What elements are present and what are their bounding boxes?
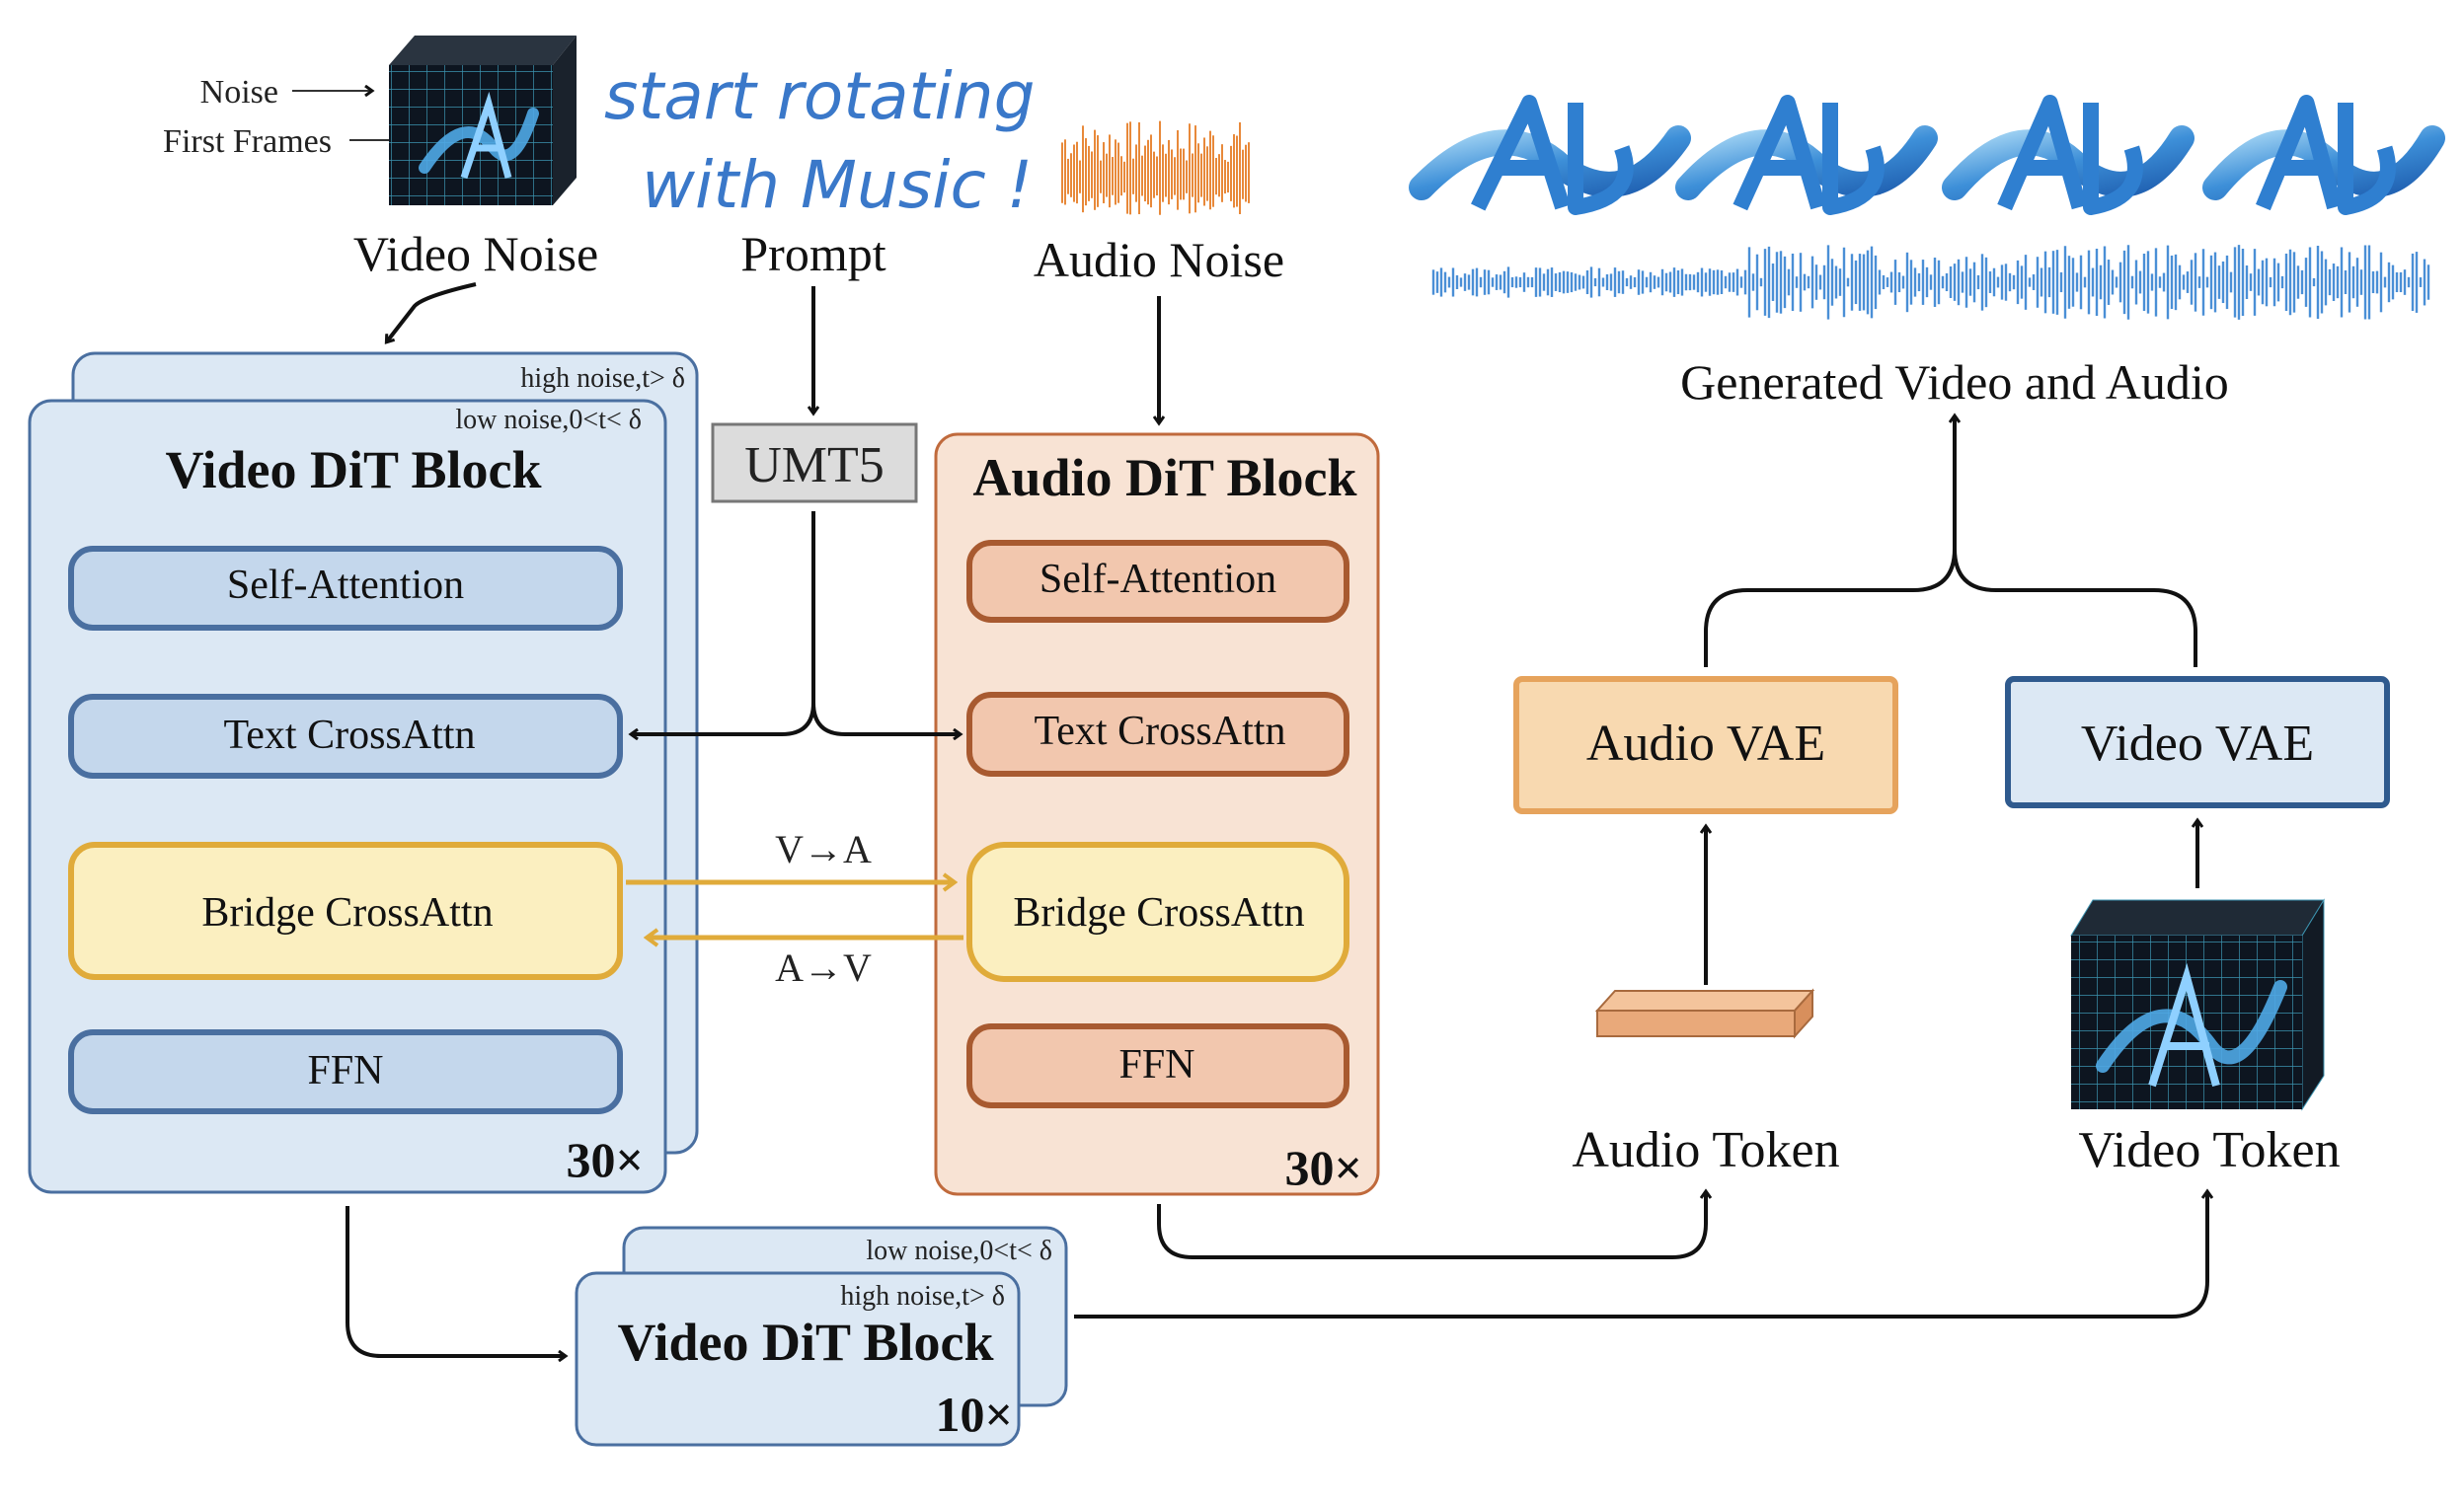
small-block-front-label: high noise,t> δ bbox=[840, 1281, 1005, 1312]
audio-ffn-label: FFN bbox=[1118, 1042, 1194, 1088]
video-self-attention bbox=[68, 546, 623, 631]
generated-label: Generated Video and Audio bbox=[1680, 354, 2229, 410]
first-frames-label: First Frames bbox=[163, 123, 332, 160]
video-bridge-crossattn-label: Bridge CrossAttn bbox=[201, 890, 493, 936]
video-block-back-label: high noise,t> δ bbox=[520, 363, 685, 394]
audio-vae-label: Audio VAE bbox=[1586, 716, 1825, 772]
video-block-front-label: low noise,0<t< δ bbox=[455, 405, 642, 435]
audio-token-icon bbox=[1594, 988, 1815, 1039]
umt5-to-audio-text-arrow bbox=[811, 702, 960, 734]
logo-frame bbox=[1675, 95, 1938, 215]
audio-block-repeat: 30× bbox=[1285, 1140, 1363, 1195]
video-text-crossattn bbox=[68, 694, 623, 779]
umt5-label: UMT5 bbox=[744, 437, 885, 493]
generated-video-frames-icon bbox=[1409, 95, 2445, 215]
audio-text-crossattn bbox=[966, 692, 1349, 777]
handwritten-line-1: start rotating bbox=[604, 58, 1035, 134]
video-ffn-label: FFN bbox=[307, 1048, 383, 1093]
audio-ffn bbox=[966, 1023, 1349, 1108]
audio-noise-label: Audio Noise bbox=[1034, 232, 1284, 287]
small-block-to-video-token-arrow bbox=[1074, 1192, 2207, 1319]
generated-audio-waveform-icon bbox=[1431, 245, 2430, 320]
prompt-label: Prompt bbox=[740, 226, 886, 281]
video-vae-to-output-arrow bbox=[1953, 548, 2197, 667]
audio-text-crossattn-label: Text CrossAttn bbox=[1035, 709, 1286, 754]
audio-block-to-token-arrow bbox=[1157, 1192, 1706, 1259]
audio-noise-waveform-icon bbox=[1061, 120, 1250, 215]
video-block-repeat: 30× bbox=[567, 1132, 645, 1187]
small-block-repeat: 10× bbox=[936, 1387, 1014, 1442]
video-noise-cube-icon bbox=[389, 36, 577, 205]
video-self-attention-label: Self-Attention bbox=[227, 563, 464, 608]
video-token-cube-icon bbox=[2070, 898, 2325, 1111]
audio-bridge-crossattn bbox=[966, 842, 1349, 982]
video-bridge-crossattn bbox=[68, 842, 623, 980]
small-block-back-label: low noise,0<t< δ bbox=[866, 1236, 1052, 1266]
video-noise-label: Video Noise bbox=[353, 226, 598, 281]
video-vae-label: Video VAE bbox=[2081, 716, 2314, 772]
video-block-title: Video DiT Block bbox=[165, 440, 541, 499]
audio-bridge-crossattn-label: Bridge CrossAttn bbox=[1013, 890, 1304, 936]
logo-frame bbox=[1942, 95, 2194, 215]
video-noise-arrow bbox=[387, 282, 477, 341]
v2a-label: V→A bbox=[775, 827, 872, 871]
audio-self-attention bbox=[966, 540, 1349, 623]
logo-frame bbox=[2202, 95, 2445, 215]
video-dit-block-small-high-noise bbox=[575, 1271, 1021, 1447]
audio-vae-to-output-arrow bbox=[1704, 416, 1955, 667]
noise-label: Noise bbox=[200, 74, 278, 111]
handwritten-line-2: with Music ! bbox=[642, 147, 1033, 223]
umt5-box bbox=[711, 422, 918, 503]
video-ffn bbox=[68, 1029, 623, 1114]
video-vae-box bbox=[2005, 676, 2390, 808]
video-to-small-block-arrow bbox=[346, 1206, 565, 1356]
audio-token-label: Audio Token bbox=[1572, 1122, 1839, 1178]
audio-self-attention-label: Self-Attention bbox=[1040, 557, 1276, 602]
audio-dit-block bbox=[934, 432, 1380, 1196]
small-block-title: Video DiT Block bbox=[617, 1313, 993, 1372]
a2v-label: A→V bbox=[775, 945, 872, 990]
audio-block-title: Audio DiT Block bbox=[972, 448, 1356, 507]
audio-vae-box bbox=[1513, 676, 1898, 814]
logo-frame bbox=[1409, 95, 1691, 215]
video-token-label: Video Token bbox=[2078, 1122, 2340, 1178]
video-text-crossattn-label: Text CrossAttn bbox=[224, 713, 476, 758]
